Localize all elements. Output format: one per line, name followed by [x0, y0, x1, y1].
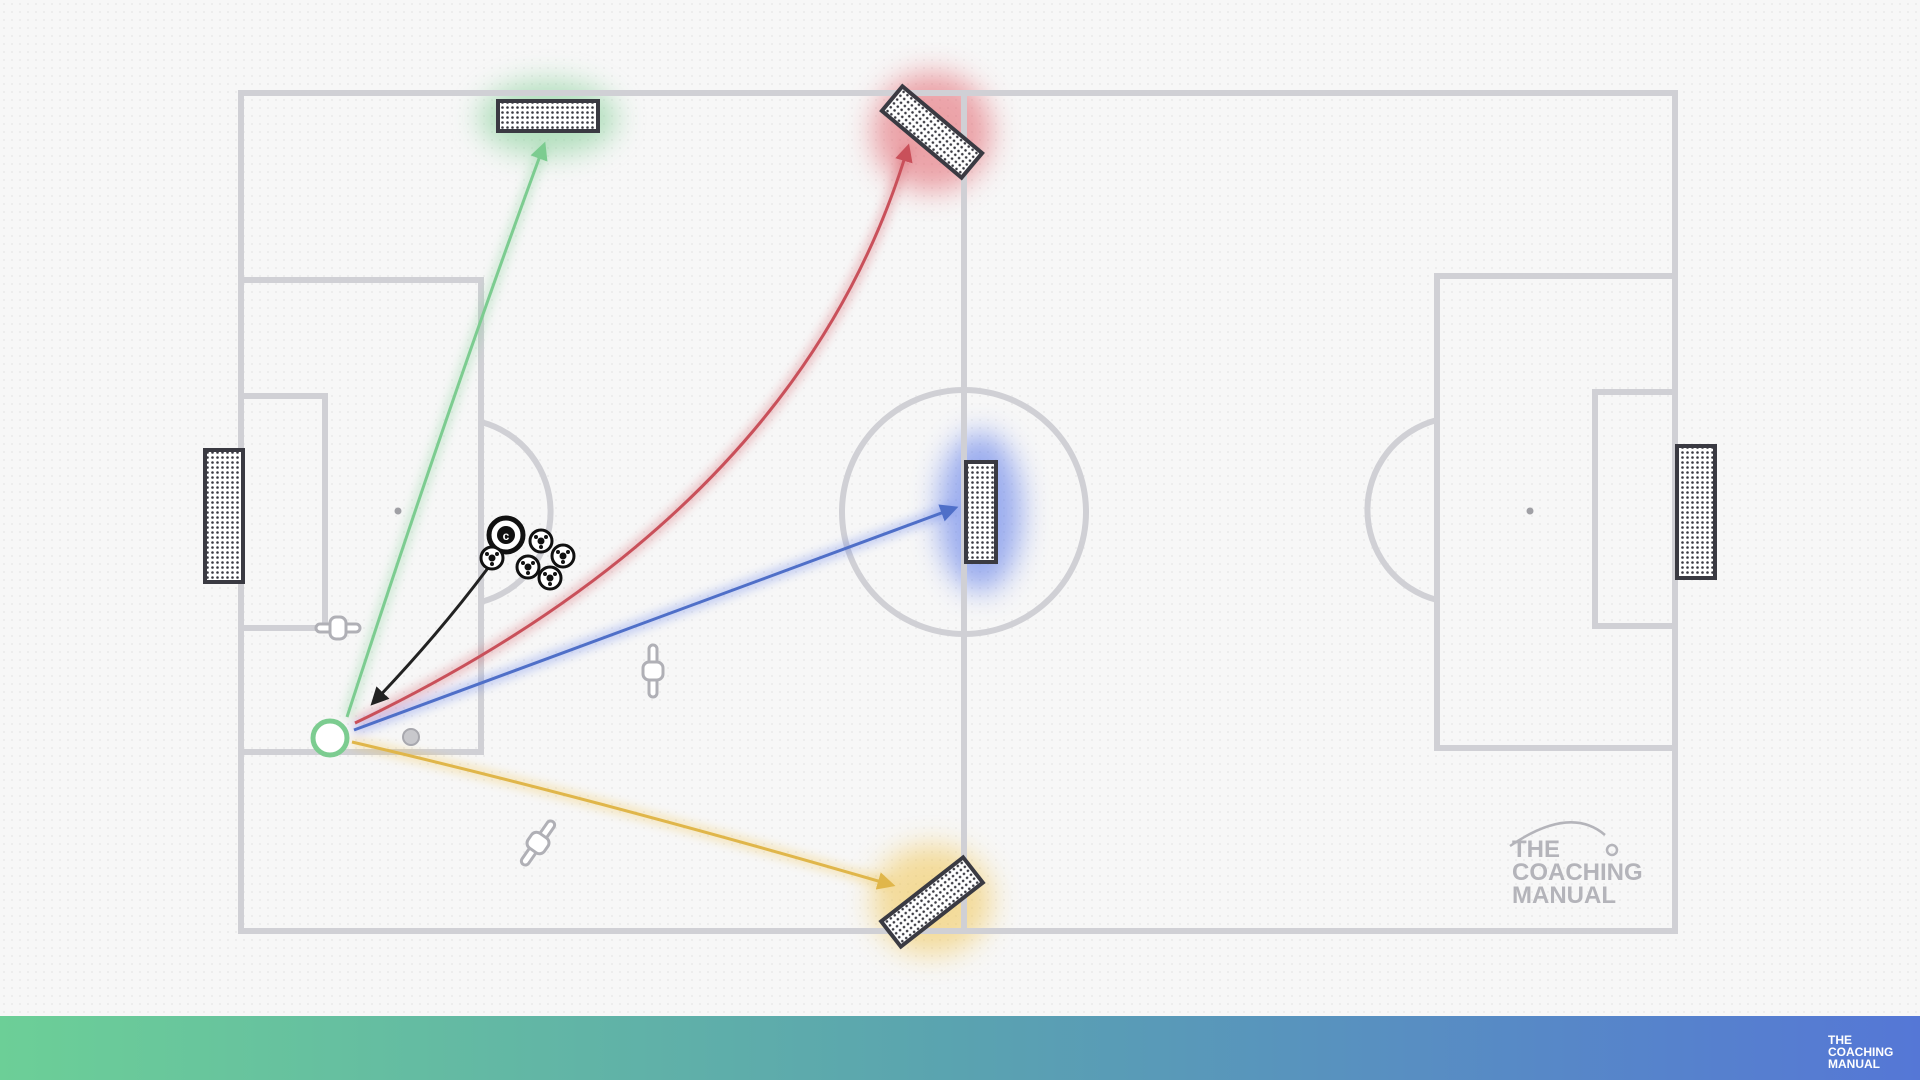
coach-pass-route [370, 567, 490, 706]
start-cone [310, 718, 350, 758]
footer-bar: THE COACHING MANUAL [0, 1016, 1920, 1080]
footer-logo-line-3: MANUAL [1828, 1057, 1880, 1071]
left-penalty-spot [394, 507, 402, 515]
green-route [345, 141, 548, 718]
ball-pile [479, 528, 576, 591]
pitch-logo-line-2: COACHING [1512, 859, 1643, 886]
blue-target-goal [964, 460, 998, 564]
right-penalty-arc [1364, 417, 1438, 603]
mannequin-2 [641, 643, 665, 699]
svg-text:c: c [503, 529, 510, 543]
pitch-logo: THE COACHING MANUAL [1509, 821, 1643, 909]
pitch-logo-line-1: THE [1512, 836, 1560, 863]
right-six-yard-box [1592, 389, 1675, 629]
footer-logo-line-1: THE [1828, 1033, 1852, 1047]
left-penalty-arc [480, 419, 554, 605]
centre-circle [839, 387, 1089, 637]
coach-marker: c [486, 515, 526, 555]
spare-ball [402, 728, 420, 746]
left-six-yard-box [241, 393, 328, 631]
pitch-logo-line-3: MANUAL [1512, 882, 1616, 909]
yellow-target-goal [878, 854, 986, 950]
red-route [354, 143, 913, 725]
left-main-goal [203, 448, 245, 584]
red-target-goal [879, 83, 985, 181]
footer-logo-line-2: COACHING [1828, 1045, 1894, 1059]
pitch-diagram: c THE COACHING MANUAL [203, 72, 1717, 955]
footer-logo: THE COACHING MANUAL [1828, 1026, 1908, 1072]
right-penalty-area [1434, 273, 1678, 751]
routes [345, 141, 959, 890]
mannequin-1 [314, 615, 362, 641]
green-target-goal [496, 99, 600, 133]
blue-route [353, 504, 959, 732]
right-penalty-spot [1526, 507, 1534, 515]
mannequin-3 [519, 819, 557, 867]
right-main-goal [1675, 444, 1717, 580]
route-glows [342, 143, 957, 890]
yellow-route [351, 740, 896, 890]
